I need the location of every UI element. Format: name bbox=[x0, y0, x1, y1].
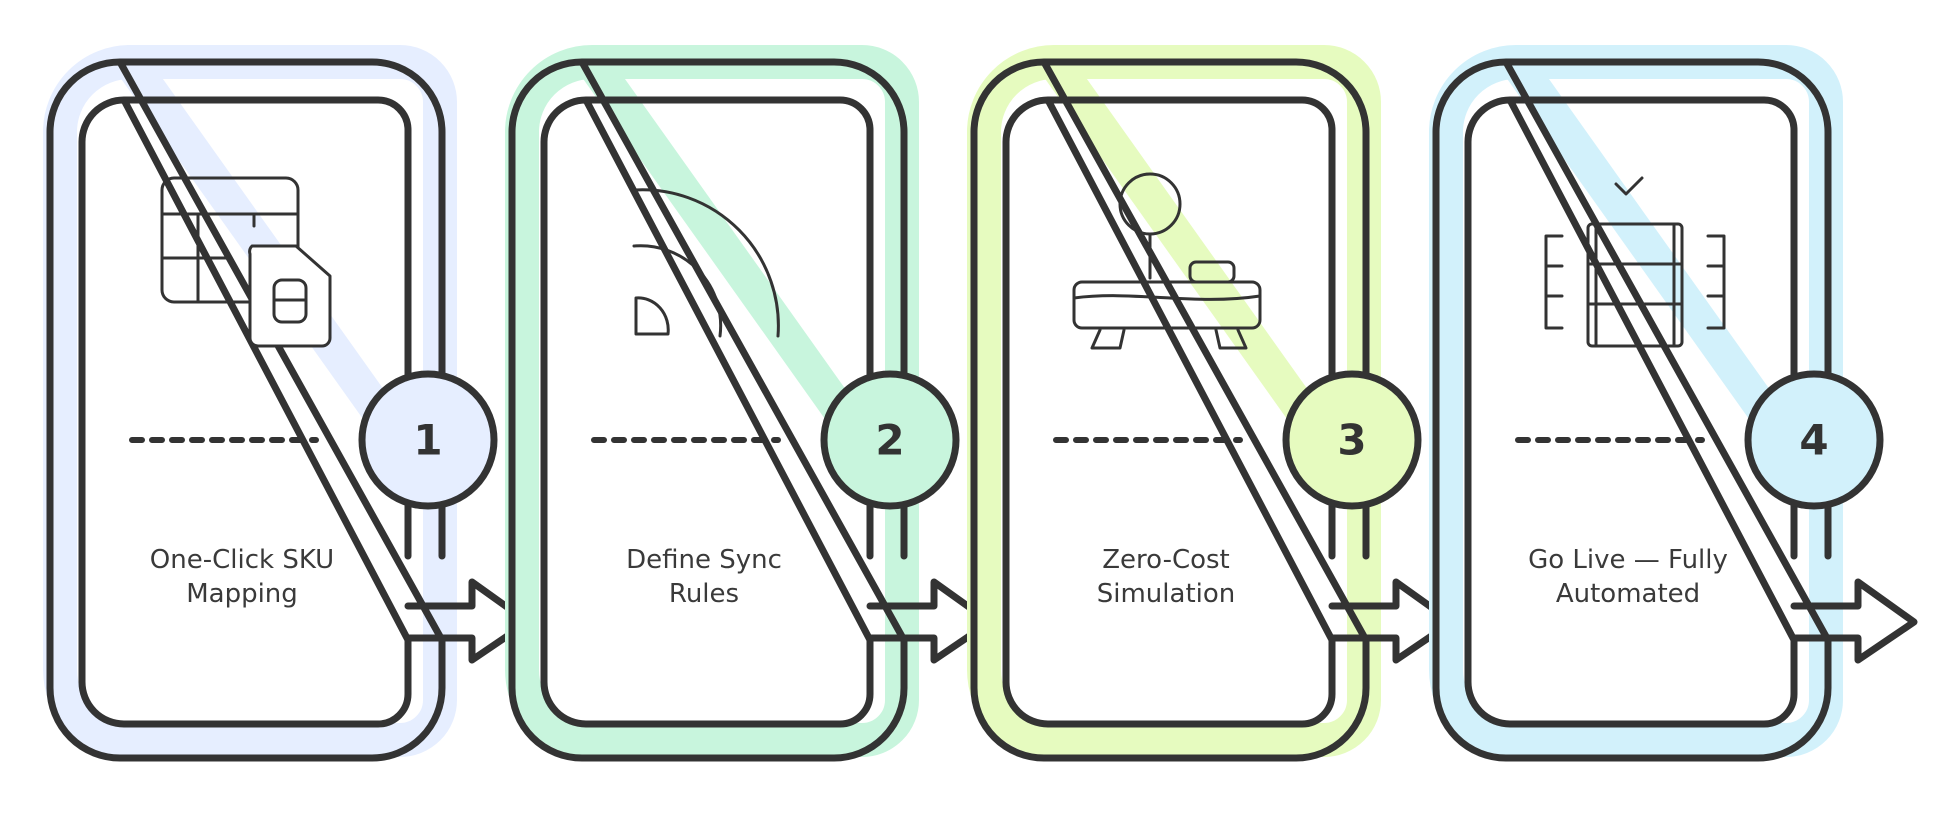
step-3-number-circle bbox=[1282, 370, 1422, 510]
step-3-label-line-1: Zero-Cost bbox=[1102, 545, 1230, 575]
step-4-number: 4 bbox=[1799, 416, 1828, 465]
signal-arcs-icon bbox=[632, 188, 780, 338]
step-1-label-line-2: Mapping bbox=[186, 579, 298, 609]
step-3-number: 3 bbox=[1337, 416, 1366, 465]
step-4-label-line-2: Automated bbox=[1556, 579, 1700, 609]
sku-mapping-icon bbox=[160, 176, 332, 348]
step-2-number-fill bbox=[824, 374, 956, 506]
step-4-label-line-1: Go Live — Fully bbox=[1528, 545, 1728, 575]
step-2-number-circle bbox=[820, 370, 960, 510]
step-1-number-fill bbox=[362, 374, 494, 506]
step-1-number: 1 bbox=[413, 416, 442, 465]
step-3-label-line-2: Simulation bbox=[1097, 579, 1236, 609]
step-4-number-fill bbox=[1748, 374, 1880, 506]
step-2-label-line-1: Define Sync bbox=[626, 545, 782, 575]
step-4-arrow bbox=[1790, 578, 1918, 664]
step-2: 2 Define Sync Rules bbox=[505, 45, 994, 762]
step-3: 3 Zero-Cost Simulation bbox=[967, 45, 1456, 762]
step-2-label-line-2: Rules bbox=[669, 579, 739, 609]
step-4-number-circle bbox=[1744, 370, 1884, 510]
simulation-device-icon bbox=[1072, 172, 1262, 350]
step-2-number: 2 bbox=[875, 416, 904, 465]
step-1-label-line-1: One-Click SKU bbox=[150, 545, 334, 575]
step-3-number-fill bbox=[1286, 374, 1418, 506]
step-1: 1 One-Click SKU Mapping bbox=[43, 45, 532, 762]
checked-table-icon bbox=[1544, 176, 1726, 348]
step-4: 4 Go Live — Fully Automated bbox=[1429, 45, 1918, 762]
step-1-number-circle bbox=[358, 370, 498, 510]
